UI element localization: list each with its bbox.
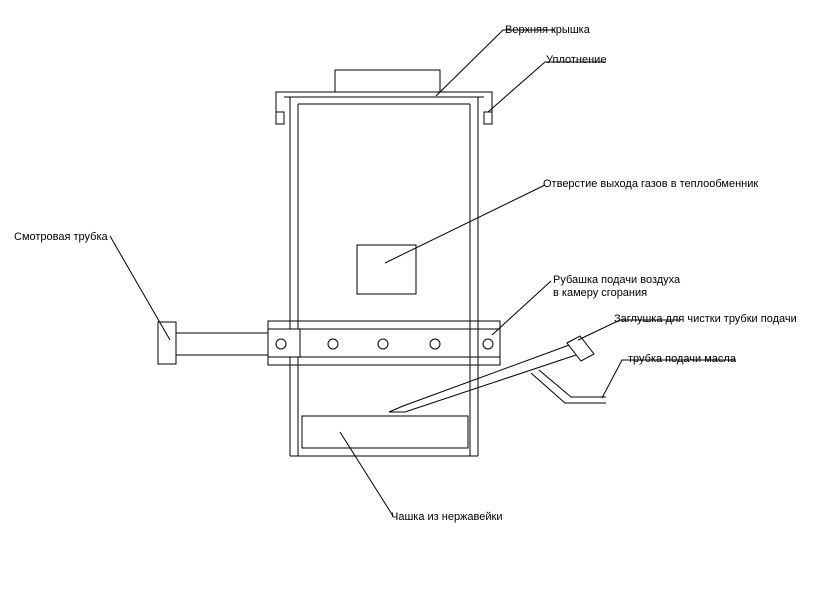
label-stainless-cup: Чашка из нержавейки	[391, 511, 503, 523]
stainless-cup	[302, 416, 468, 448]
top-cover	[276, 70, 492, 124]
air-jacket	[268, 321, 500, 365]
leader-lines	[110, 30, 736, 516]
body-walls	[290, 97, 478, 456]
label-oil-feed-tube: трубка подачи масла	[628, 353, 736, 365]
sight-tube	[158, 322, 300, 364]
label-air-jacket-line1: Рубашка подачи воздуха	[553, 274, 681, 286]
label-seal: Уплотнение	[546, 54, 607, 66]
label-gas-outlet: Отверстие выхода газов в теплообменник	[543, 178, 759, 190]
label-air-jacket-line2: в камеру сгорания	[553, 287, 648, 299]
gas-outlet-hole	[357, 245, 416, 294]
label-top-cover: Верхняя крышка	[505, 24, 590, 36]
oil-feed-tube	[389, 336, 606, 412]
label-sight-tube: Смотровая трубка	[14, 231, 108, 243]
label-cleaning-plug: Заглушка для чистки трубки подачи	[614, 313, 797, 325]
